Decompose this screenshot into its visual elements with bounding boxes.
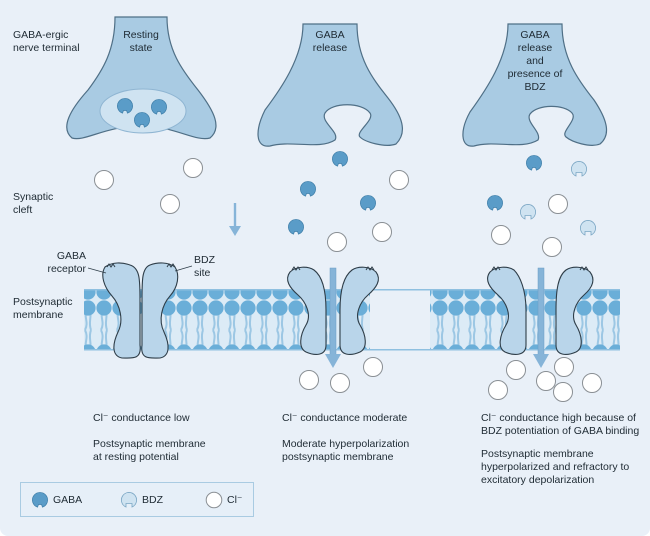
bdz-molecule-icon (520, 204, 536, 220)
membrane-state-text: excitatory depolarization (481, 474, 595, 486)
label-line: Postsynaptic (13, 296, 73, 308)
title-line: GABA (315, 29, 345, 41)
gaba-molecule-icon (288, 219, 304, 235)
label-nerve-terminal: GABA-ergic nerve terminal (13, 29, 80, 55)
flow-arrow-high (533, 267, 549, 368)
label-line: membrane (13, 309, 64, 321)
flow-arrow-small (229, 203, 241, 236)
label-line: BDZ (194, 254, 215, 266)
bdz-molecule-icon (580, 220, 596, 236)
label-line: site (194, 267, 211, 279)
gaba-receptor-gaba-release (287, 266, 379, 355)
chloride-ion-icon (548, 194, 568, 214)
caption-gaba-release: Cl⁻ conductance moderate Moderate hyperp… (282, 412, 409, 464)
chloride-ion-icon (553, 382, 573, 402)
membrane-state-text: hyperpolarized and refractory to (481, 461, 630, 473)
chloride-ion-icon (582, 373, 602, 393)
membrane-state-text: postsynaptic membrane (282, 451, 394, 463)
gaba-molecule-icon (300, 181, 316, 197)
label-line: GABA (56, 250, 86, 262)
bdz-site-pointer (174, 265, 193, 272)
gaba-molecule-icon (32, 492, 48, 508)
title-line: release (517, 42, 553, 54)
label-line: receptor (47, 263, 86, 275)
panel-title-gaba-bdz: GABA release and presence of BDZ (500, 29, 570, 94)
chloride-ion-icon (327, 232, 347, 252)
gaba-molecule-icon (487, 195, 503, 211)
chloride-ion-icon (160, 194, 180, 214)
caption-gaba-bdz: Cl⁻ conductance high because of BDZ pote… (481, 412, 639, 487)
label-line: cleft (13, 204, 33, 216)
chloride-ion-icon (372, 222, 392, 242)
gaba-receptor-gaba-bdz (487, 266, 594, 355)
panel-title-resting: Resting state (114, 29, 168, 55)
conductance-text: Cl⁻ conductance low (93, 412, 190, 424)
caption-resting: Cl⁻ conductance low Postsynaptic membran… (93, 412, 206, 464)
gaba-receptor-pointer (87, 267, 107, 274)
chloride-ion-icon (330, 373, 350, 393)
gaba-receptor-resting (102, 262, 179, 359)
title-line: presence of (507, 68, 563, 80)
legend-label: GABA (53, 494, 83, 506)
nerve-terminal-gaba-bdz (462, 23, 608, 147)
legend-label: BDZ (142, 494, 163, 506)
chloride-ion-icon (299, 370, 319, 390)
conductance-text: BDZ potentiation of GABA binding (481, 425, 640, 437)
label-line: GABA-ergic (13, 29, 69, 41)
membrane-state-text: at resting potential (93, 451, 179, 463)
gaba-molecule-icon (332, 151, 348, 167)
chloride-ion-icon (506, 360, 526, 380)
chloride-ion-icon (491, 225, 511, 245)
bdz-molecule-icon (121, 492, 137, 508)
bdz-molecule-icon (571, 161, 587, 177)
legend: GABA BDZ Cl⁻ (20, 482, 254, 517)
nerve-terminal-gaba-release (257, 23, 404, 147)
chloride-ion-icon (389, 170, 409, 190)
gaba-molecule-icon (526, 155, 542, 171)
title-line: state (129, 42, 153, 54)
chloride-ion-icon (205, 491, 223, 509)
label-synaptic-cleft: Synaptic cleft (13, 191, 53, 217)
gaba-molecule-icon (360, 195, 376, 211)
label-gaba-receptor: GABA receptor (46, 250, 86, 276)
membrane-state-text: Postsynaptic membrane (481, 448, 594, 460)
chloride-ion-icon (183, 158, 203, 178)
title-line: GABA (520, 29, 550, 41)
chloride-ion-icon (554, 357, 574, 377)
chloride-ion-icon (536, 371, 556, 391)
chloride-ion-icon (94, 170, 114, 190)
flow-arrow-moderate (325, 267, 341, 368)
title-line: Resting (123, 29, 159, 41)
title-line: and (526, 55, 544, 67)
label-line: nerve terminal (13, 42, 80, 54)
chloride-ion-icon (542, 237, 562, 257)
label-postsynaptic-membrane: Postsynaptic membrane (13, 296, 73, 322)
membrane-state-text: Postsynaptic membrane (93, 438, 206, 450)
label-line: Synaptic (13, 191, 54, 203)
conductance-text: Cl⁻ conductance moderate (282, 412, 408, 424)
synaptic-vesicle (99, 88, 187, 134)
chloride-ion-icon (363, 357, 383, 377)
chloride-ion-icon (488, 380, 508, 400)
conductance-text: Cl⁻ conductance high because of (481, 412, 636, 424)
title-line: BDZ (524, 81, 546, 93)
panel-title-gaba-release: GABA release (302, 29, 358, 55)
legend-label: Cl⁻ (227, 494, 243, 506)
label-bdz-site: BDZ site (194, 254, 215, 280)
membrane-state-text: Moderate hyperpolarization (282, 438, 410, 450)
title-line: release (312, 42, 348, 54)
